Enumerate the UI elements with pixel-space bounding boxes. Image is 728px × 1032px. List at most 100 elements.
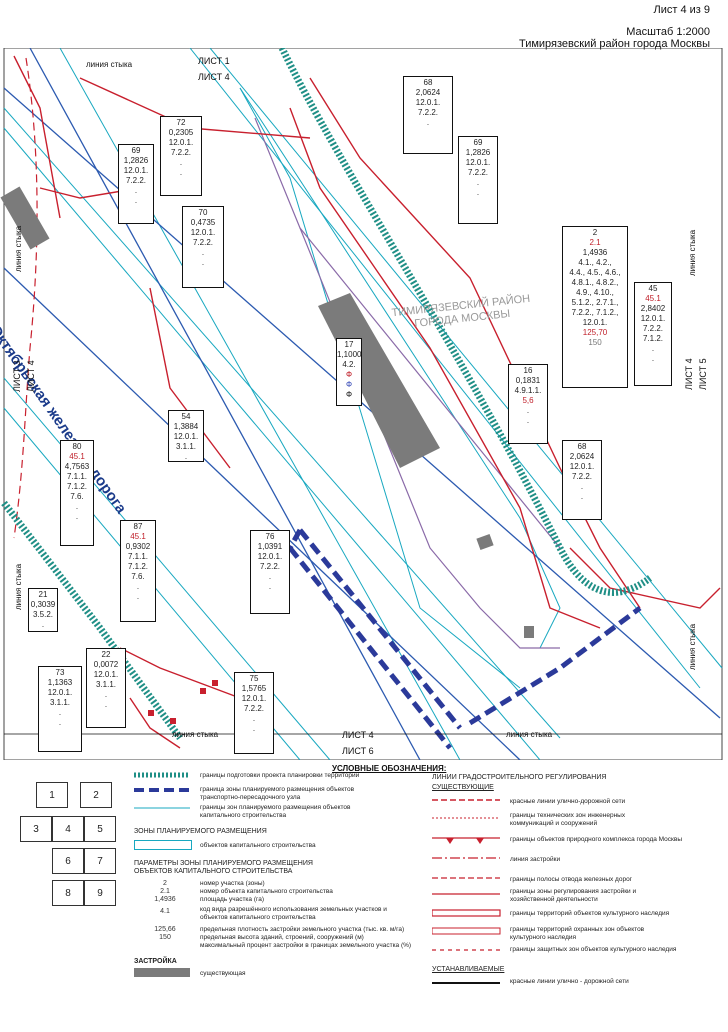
params-title-2: ОБЪЕКТОВ КАПИТАЛЬНОГО СТРОИТЕЛЬСТВА bbox=[134, 868, 293, 875]
building-swatch bbox=[134, 968, 190, 977]
parcel-line: 3.5.2. bbox=[32, 610, 53, 619]
parcel-line: 12.0.1. bbox=[173, 432, 199, 441]
parcel-line: 7.2.2. bbox=[243, 704, 264, 713]
parcel-line: . bbox=[134, 186, 138, 195]
parcel-line: 7.1.1. bbox=[127, 552, 148, 561]
parcel-line: 0,2305 bbox=[168, 128, 194, 137]
parcel-line: 7.2.2., 7.1.2., bbox=[571, 308, 619, 317]
parcel-line: 7.1.2. bbox=[127, 562, 148, 571]
existing-title: СУЩЕСТВУЮЩИЕ bbox=[432, 784, 494, 791]
param-text: номер объекта капитального строительства bbox=[200, 888, 333, 895]
sheet-grid-cell[interactable]: 8 bbox=[52, 880, 84, 906]
parcel-line: 7.2.2. bbox=[642, 324, 663, 333]
sheet-grid-cell[interactable]: 1 bbox=[36, 782, 68, 808]
parcel-line: 0,4735 bbox=[190, 218, 216, 227]
sheet-grid-cell[interactable]: 7 bbox=[84, 848, 116, 874]
legend: УСЛОВНЫЕ ОБОЗНАЧЕНИЯ: 1 2 3 4 5 6 7 8 9 … bbox=[0, 760, 728, 1032]
seam-label: линия стыка bbox=[14, 563, 23, 610]
parcel-line: 4.1., 4.2., bbox=[578, 258, 612, 267]
params-title-1: ПАРАМЕТРЫ ЗОНЫ ПЛАНИРУЕМОГО РАЗМЕЩЕНИЯ bbox=[134, 860, 313, 867]
parcel-line: 12.0.1. bbox=[168, 138, 194, 147]
parcel-line: 68 bbox=[423, 78, 433, 87]
parcel-line: Ф bbox=[345, 370, 353, 379]
parcel-line: . bbox=[580, 482, 584, 491]
sheet-grid-cell[interactable]: 6 bbox=[52, 848, 84, 874]
parcel-line: 3.1.1. bbox=[175, 442, 196, 451]
legend-item: границы защитных зон объектов культурног… bbox=[510, 946, 677, 953]
param-text: номер участка (зоны) bbox=[200, 880, 265, 887]
parcel-line: . bbox=[104, 690, 108, 699]
parcel-line: 7.2.2. bbox=[259, 562, 280, 571]
sheet-label-bottom-4: ЛИСТ 4 bbox=[342, 730, 374, 740]
sheet-grid-cell[interactable]: 5 bbox=[84, 816, 116, 842]
seam-label: линия стыка bbox=[688, 623, 697, 670]
parcel-line: 12.0.1. bbox=[640, 314, 666, 323]
sheet-grid-cell[interactable]: 2 bbox=[80, 782, 112, 808]
parcel-line: Ф bbox=[345, 380, 353, 389]
parcel-line: . bbox=[58, 708, 62, 717]
legend-item: границы подготовки проекта планировки те… bbox=[200, 772, 360, 779]
sheet-grid-cell[interactable]: 4 bbox=[52, 816, 84, 842]
param-code: 4.1 bbox=[160, 908, 170, 915]
parcel-line: 12.0.1. bbox=[582, 318, 608, 327]
parcel-line: . bbox=[134, 196, 138, 205]
parcel-line: . bbox=[268, 582, 272, 591]
param-text: код вида разрешённого использования земе… bbox=[200, 906, 387, 921]
parcel-line: Ф bbox=[345, 390, 353, 399]
parcel-line: 12.0.1. bbox=[569, 462, 595, 471]
parcel-line: 7.2.2. bbox=[467, 168, 488, 177]
parcel-line: 3.1.1. bbox=[95, 680, 116, 689]
parcel-line: 12.0.1. bbox=[465, 158, 491, 167]
parcel-line: . bbox=[651, 354, 655, 363]
map-frame bbox=[3, 48, 723, 760]
project-boundary bbox=[1, 48, 653, 741]
parcel-line: . bbox=[526, 406, 530, 415]
parcel-line: . bbox=[476, 188, 480, 197]
parcel-line: 12.0.1. bbox=[190, 228, 216, 237]
sheet-grid-cell[interactable]: 9 bbox=[84, 880, 116, 906]
legend-title: УСЛОВНЫЕ ОБОЗНАЧЕНИЯ: bbox=[332, 764, 447, 773]
legend-item: существующая bbox=[200, 970, 246, 977]
legend-right-symbols bbox=[432, 799, 501, 951]
map-canvas[interactable] bbox=[0, 48, 728, 760]
param-text: площадь участка (га) bbox=[200, 896, 265, 903]
parcel-line: 2,8402 bbox=[640, 304, 666, 313]
parcel-line: 76 bbox=[265, 532, 275, 541]
parcel-line: . bbox=[201, 258, 205, 267]
right-title: ЛИНИИ ГРАДОСТРОИТЕЛЬНОГО РЕГУЛИРОВАНИЯ bbox=[432, 774, 607, 781]
legend-item: линия застройки bbox=[510, 856, 561, 863]
param-text: максимальный процент застройки в граница… bbox=[200, 942, 412, 949]
zones-title: ЗОНЫ ПЛАНИРУЕМОГО РАЗМЕЩЕНИЯ bbox=[134, 828, 267, 835]
parcel-line: . bbox=[75, 502, 79, 511]
sheet-label-bottom-6: ЛИСТ 6 bbox=[342, 746, 374, 756]
sheet-grid-cell[interactable]: 3 bbox=[20, 816, 52, 842]
purple-lines bbox=[254, 117, 561, 649]
legend-item: границы территорий охранных зон объектов… bbox=[510, 926, 645, 941]
parcel-line: 69 bbox=[131, 146, 141, 155]
parcel-line: 12.0.1. bbox=[47, 688, 73, 697]
parcel-line: 2,0624 bbox=[415, 88, 441, 97]
parcel-line: . bbox=[580, 492, 584, 501]
param-code: 1,4936 bbox=[154, 896, 176, 903]
parcel-line: . bbox=[136, 582, 140, 591]
parcel-line: 1,0391 bbox=[257, 542, 283, 551]
parcel-line: . bbox=[268, 572, 272, 581]
